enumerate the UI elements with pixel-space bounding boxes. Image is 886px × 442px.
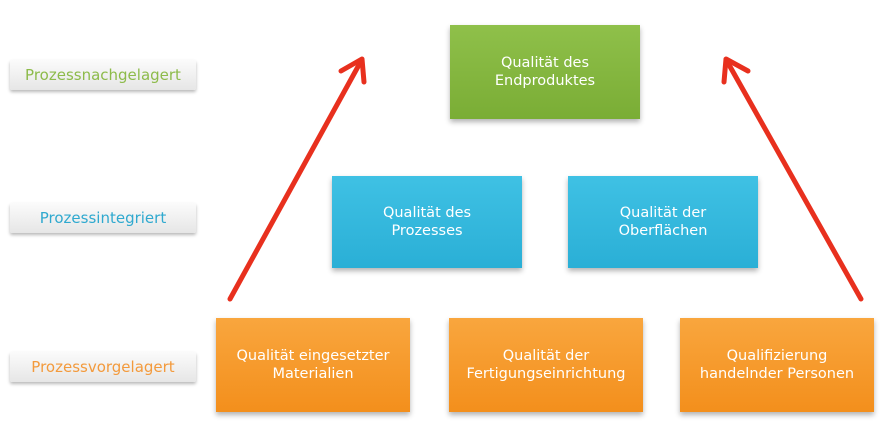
box-personnel-qualification: Qualifizierung handelnder Personen xyxy=(680,318,874,412)
box-equipment-line2: Fertigungseinrichtung xyxy=(466,366,626,382)
box-end-product-quality: Qualität des Endproduktes xyxy=(450,25,640,119)
arrow-left-head xyxy=(338,56,367,85)
box-materials-line1: Qualität eingesetzter xyxy=(236,348,390,364)
box-materials-line2: Materialien xyxy=(272,366,354,382)
box-surface-quality: Qualität der Oberflächen xyxy=(568,176,758,268)
box-end-product-line1: Qualität des xyxy=(500,55,590,71)
box-surfaces-line1: Qualität der xyxy=(619,205,707,221)
level-label-in-process: Prozessintegriert xyxy=(10,203,196,233)
box-process-quality: Qualität des Prozesses xyxy=(332,176,522,268)
box-end-product-line2: Endproduktes xyxy=(494,73,596,89)
arrow-right-head xyxy=(721,56,751,85)
box-materials-quality: Qualität eingesetzter Materialien xyxy=(216,318,410,412)
box-surfaces-line2: Oberflächen xyxy=(618,223,708,239)
box-equipment-quality: Qualität der Fertigungseinrichtung xyxy=(449,318,643,412)
box-process-line2: Prozesses xyxy=(391,223,463,239)
box-personnel-line2: handelnder Personen xyxy=(699,366,855,382)
level-label-pre-process: Prozessvorgelagert xyxy=(10,352,196,382)
level-label-post-process: Prozessnachgelagert xyxy=(10,60,196,90)
box-equipment-line1: Qualität der xyxy=(502,348,590,364)
box-personnel-line1: Qualifizierung xyxy=(726,348,828,364)
box-process-line1: Qualität des xyxy=(382,205,472,221)
